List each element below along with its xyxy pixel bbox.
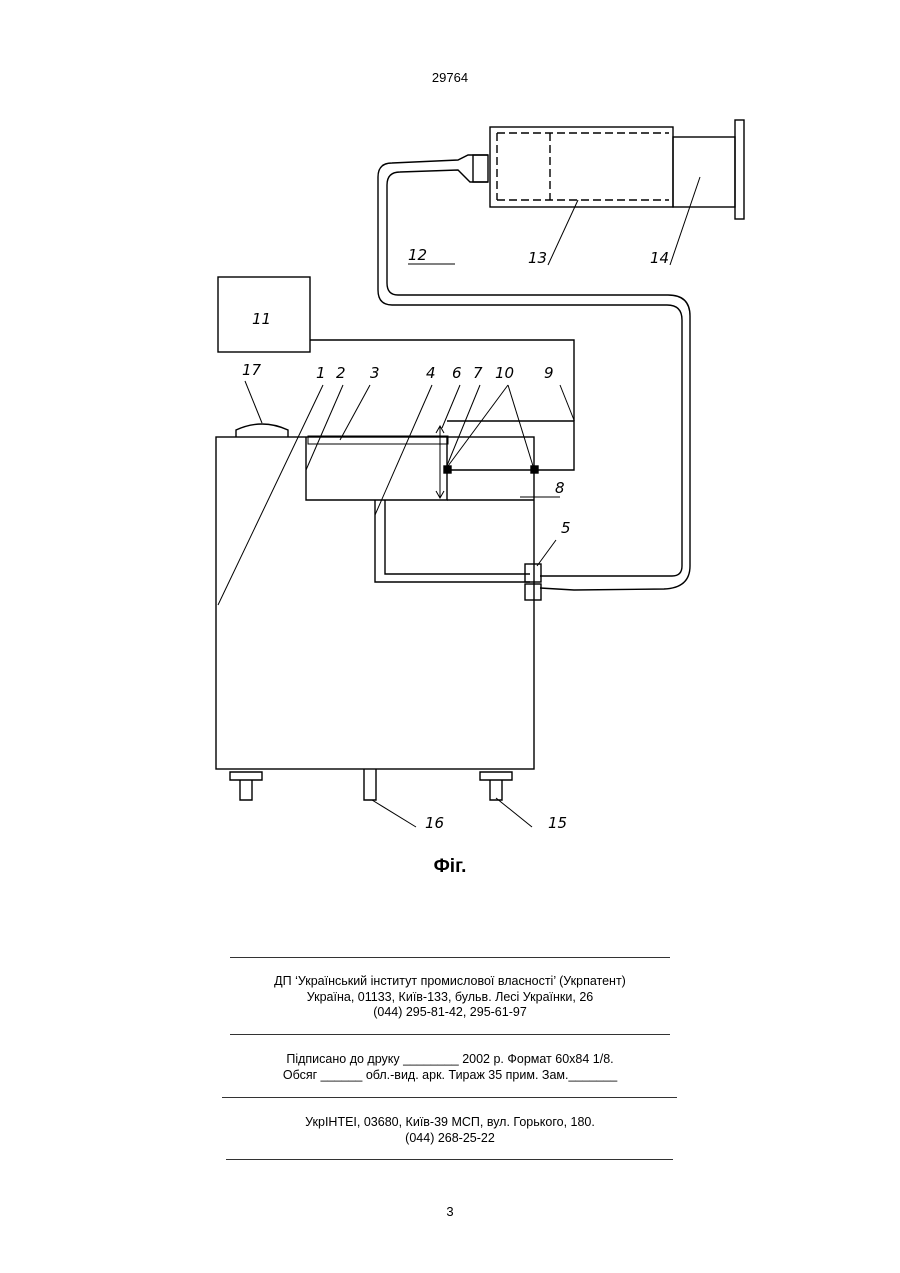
print-line-2: Обсяг ______ обл.-вид. арк. Тираж 35 при… [0, 1068, 900, 1083]
figure-caption: Фіг. [0, 856, 900, 878]
page-number: 3 [0, 1204, 900, 1219]
label-17: 17 [242, 361, 262, 379]
indicator-17 [236, 424, 288, 437]
divider-1 [230, 957, 670, 958]
sensor-10a [444, 466, 451, 473]
label-15: 15 [548, 814, 567, 832]
drain-16 [364, 769, 376, 800]
label-6: 6 [452, 364, 462, 382]
wire-11 [310, 340, 574, 421]
publisher-line: ДП ‘Український інститут промислової вла… [0, 974, 900, 989]
label-1: 1 [316, 364, 326, 382]
label-11: 11 [252, 310, 271, 328]
address-line: Україна, 01133, Київ-133, бульв. Лесі Ук… [0, 990, 900, 1005]
syringe-handle [735, 120, 744, 219]
label-10: 10 [495, 364, 514, 382]
box-9 [447, 421, 574, 470]
label-14: 14 [650, 249, 669, 267]
technical-drawing: 11 17 1 2 3 4 6 7 10 9 12 13 14 8 5 15 1… [0, 0, 900, 850]
tube-12 [378, 155, 682, 576]
label-3: 3 [370, 364, 380, 382]
foot-right [480, 772, 512, 800]
phone-line: (044) 295-81-42, 295-61-97 [0, 1005, 900, 1020]
syringe-liquid [497, 133, 669, 200]
syringe-barrel [490, 127, 673, 207]
syringe-plunger [673, 137, 735, 207]
printer-line: УкрІНТЕІ, 03680, Київ-39 МСП, вул. Горьк… [0, 1115, 900, 1130]
label-16: 16 [425, 814, 444, 832]
label-7: 7 [473, 364, 483, 382]
label-4: 4 [426, 364, 436, 382]
divider-4 [226, 1159, 673, 1160]
label-13: 13 [528, 249, 547, 267]
print-line-1: Підписано до друку ________ 2002 р. Форм… [0, 1052, 900, 1067]
inner-wall [375, 500, 530, 582]
label-2: 2 [336, 364, 346, 382]
foot-left [230, 772, 262, 800]
tank-body [216, 437, 534, 769]
valve-5 [525, 564, 541, 582]
label-9: 9 [544, 364, 554, 382]
label-5: 5 [561, 519, 571, 537]
sensor-10b [531, 466, 538, 473]
inner-chamber [306, 437, 447, 500]
printer-phone: (044) 268-25-22 [0, 1131, 900, 1146]
label-12: 12 [408, 246, 427, 264]
divider-2 [230, 1034, 670, 1035]
divider-3 [222, 1097, 677, 1098]
label-8: 8 [555, 479, 565, 497]
